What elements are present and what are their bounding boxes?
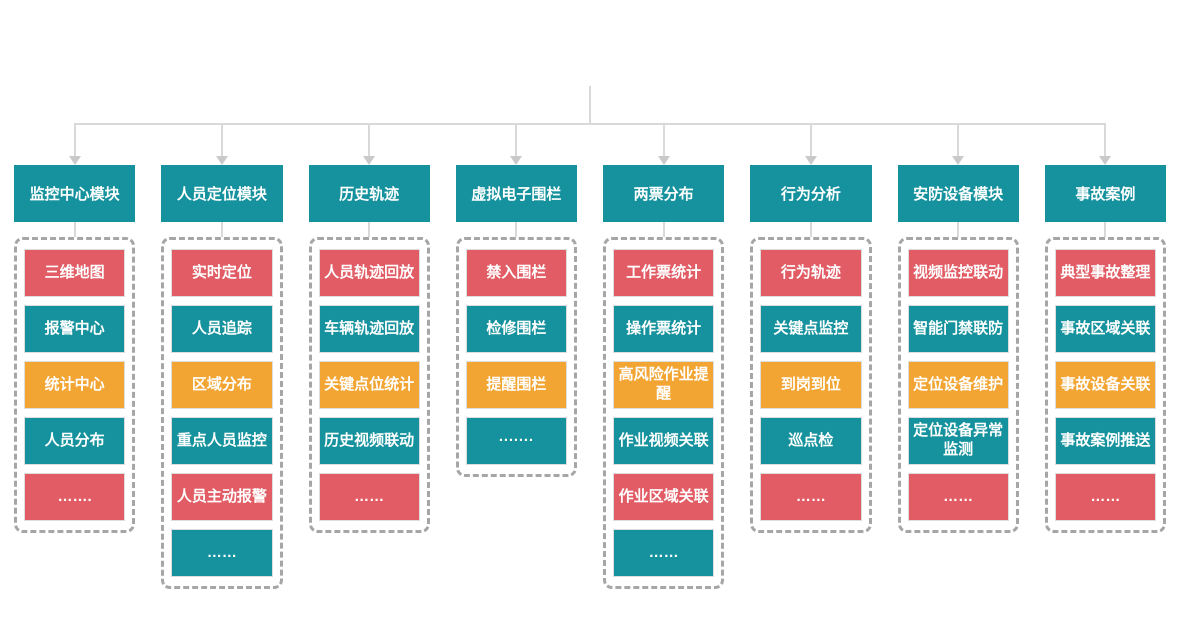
- module-item: 人员轨迹回放: [318, 249, 420, 297]
- module-items-container: 三维地图报警中心统计中心人员分布 …….: [14, 237, 136, 533]
- module-item: 关键点位统计: [318, 361, 420, 409]
- root-node: 基于人员定位的三维智能安全管控平台: [505, 34, 675, 78]
- module-header: 虚拟电子围栏: [455, 165, 577, 222]
- module-item: 视频监控联动: [907, 249, 1009, 297]
- module-header: 两票分布: [603, 165, 725, 222]
- module-item: 检修围栏: [465, 305, 567, 353]
- module-items-container: 行为轨迹关键点监控到岗到位巡点检 ……: [750, 237, 872, 533]
- module-item: 工作票统计: [613, 249, 715, 297]
- branch-line: [515, 123, 518, 156]
- module-item: 统计中心: [24, 361, 126, 409]
- columns-row: 监控中心模块三维地图报警中心统计中心人员分布 ……. 人员定位模块实时定位人员追踪区…: [14, 165, 1166, 589]
- module-column-8: 事故案例典型事故整理事故区域关联事故设备关联事故案例推送 ……: [1044, 165, 1166, 589]
- module-item: 人员分布: [24, 417, 126, 465]
- module-item: 报警中心: [24, 305, 126, 353]
- module-item: 巡点检: [760, 417, 862, 465]
- module-item: 提醒围栏: [465, 361, 567, 409]
- module-item: ……: [760, 473, 862, 521]
- module-item: ……: [1054, 473, 1156, 521]
- module-item: 作业区域关联: [613, 473, 715, 521]
- module-header: 事故案例: [1044, 165, 1166, 222]
- module-header: 人员定位模块: [161, 165, 283, 222]
- arrow-down-icon: [363, 156, 376, 165]
- header-connector-line: [368, 222, 371, 237]
- branch-line: [662, 123, 665, 156]
- arrow-down-icon: [68, 156, 81, 165]
- module-column-1: 监控中心模块三维地图报警中心统计中心人员分布 …….: [14, 165, 136, 589]
- module-header: 历史轨迹: [308, 165, 430, 222]
- module-item: ……: [907, 473, 1009, 521]
- branch-line: [220, 123, 223, 156]
- header-connector-line: [809, 222, 812, 237]
- module-items-container: 人员轨迹回放车辆轨迹回放关键点位统计历史视频联动 ……: [308, 237, 430, 533]
- module-header: 安防设备模块: [897, 165, 1019, 222]
- module-column-2: 人员定位模块实时定位人员追踪区域分布重点人员监控人员主动报警 ……: [161, 165, 283, 589]
- header-connector-line: [515, 222, 518, 237]
- arrow-down-icon: [952, 156, 965, 165]
- module-item: 事故区域关联: [1054, 305, 1156, 353]
- header-connector-line: [73, 222, 76, 237]
- module-item: ……: [171, 529, 273, 577]
- module-items-container: 工作票统计操作票统计高风险作业提醒作业视频关联作业区域关联 ……: [603, 237, 725, 589]
- module-item: 操作票统计: [613, 305, 715, 353]
- module-item: 人员追踪: [171, 305, 273, 353]
- module-items-container: 实时定位人员追踪区域分布重点人员监控人员主动报警 ……: [161, 237, 283, 589]
- module-item: 高风险作业提醒: [613, 361, 715, 409]
- arrow-down-icon: [804, 156, 817, 165]
- module-column-6: 行为分析行为轨迹关键点监控到岗到位巡点检 ……: [750, 165, 872, 589]
- module-item: 车辆轨迹回放: [318, 305, 420, 353]
- module-column-7: 安防设备模块视频监控联动智能门禁联防定位设备维护定位设备异常监测 ……: [897, 165, 1019, 589]
- root-stem-line: [589, 86, 591, 123]
- module-item: 人员主动报警: [171, 473, 273, 521]
- arrow-down-icon: [1099, 156, 1112, 165]
- module-item: 实时定位: [171, 249, 273, 297]
- module-item: 定位设备维护: [907, 361, 1009, 409]
- module-items-container: 禁入围栏检修围栏提醒围栏 ·······: [455, 237, 577, 477]
- module-column-5: 两票分布工作票统计操作票统计高风险作业提醒作业视频关联作业区域关联 ……: [603, 165, 725, 589]
- branch-line: [1104, 123, 1107, 156]
- module-items-container: 典型事故整理事故区域关联事故设备关联事故案例推送 ……: [1044, 237, 1166, 533]
- branch-line: [957, 123, 960, 156]
- module-column-3: 历史轨迹人员轨迹回放车辆轨迹回放关键点位统计历史视频联动 ……: [308, 165, 430, 589]
- module-column-4: 虚拟电子围栏禁入围栏检修围栏提醒围栏 ·······: [455, 165, 577, 589]
- branch-line: [809, 123, 812, 156]
- module-item: 定位设备异常监测: [907, 417, 1009, 465]
- branch-line: [368, 123, 371, 156]
- module-item: 典型事故整理: [1054, 249, 1156, 297]
- horizontal-bus-line: [74, 123, 1106, 125]
- branch-line: [73, 123, 76, 156]
- module-item: 智能门禁联防: [907, 305, 1009, 353]
- module-header: 行为分析: [750, 165, 872, 222]
- module-item: 重点人员监控: [171, 417, 273, 465]
- arrow-down-icon: [215, 156, 228, 165]
- header-connector-line: [1104, 222, 1107, 237]
- header-connector-line: [220, 222, 223, 237]
- module-item: ……: [613, 529, 715, 577]
- module-item: 区域分布: [171, 361, 273, 409]
- module-item: 事故案例推送: [1054, 417, 1156, 465]
- header-connector-line: [662, 222, 665, 237]
- module-item: 禁入围栏: [465, 249, 567, 297]
- module-item: ·······: [465, 417, 567, 465]
- arrow-down-icon: [510, 156, 523, 165]
- module-item: 事故设备关联: [1054, 361, 1156, 409]
- module-items-container: 视频监控联动智能门禁联防定位设备维护定位设备异常监测 ……: [897, 237, 1019, 533]
- module-item: …….: [24, 473, 126, 521]
- module-item: 作业视频关联: [613, 417, 715, 465]
- module-item: 关键点监控: [760, 305, 862, 353]
- module-header: 监控中心模块: [14, 165, 136, 222]
- module-item: 到岗到位: [760, 361, 862, 409]
- arrow-down-icon: [657, 156, 670, 165]
- module-item: ……: [318, 473, 420, 521]
- header-connector-line: [957, 222, 960, 237]
- module-item: 三维地图: [24, 249, 126, 297]
- module-item: 行为轨迹: [760, 249, 862, 297]
- module-item: 历史视频联动: [318, 417, 420, 465]
